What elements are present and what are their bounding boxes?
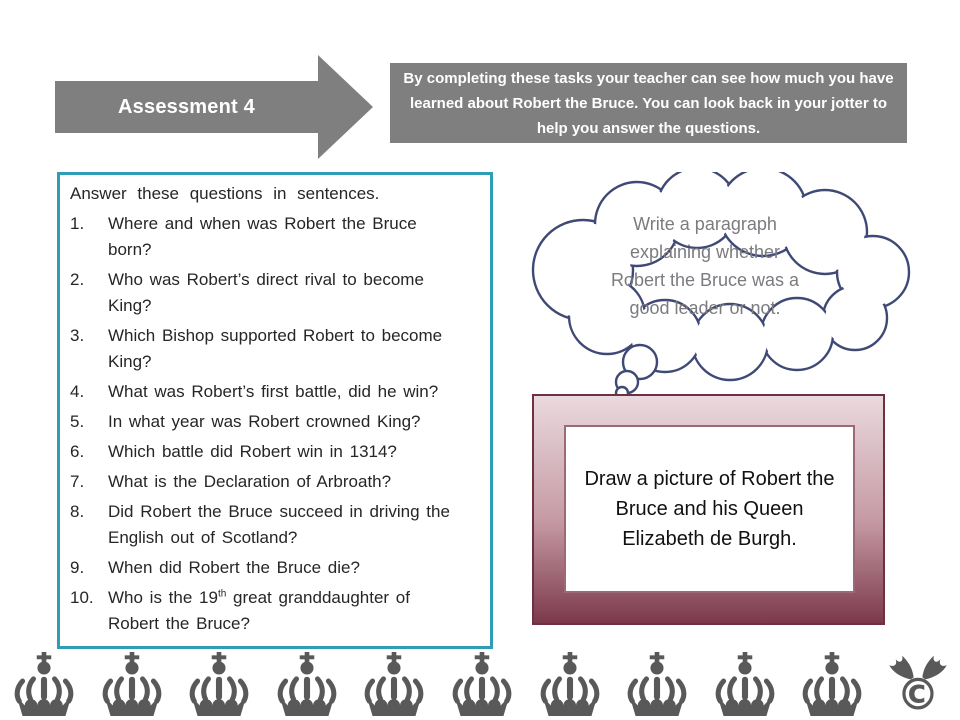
question-item: 6. Which battle did Robert win in 1314? [70, 439, 482, 465]
question-text: Who was Robert’s direct rival to become … [108, 270, 424, 315]
question-text: What is the Declaration of Arbroath? [108, 472, 392, 491]
arrow-label: Assessment 4 [118, 95, 255, 118]
crown-icon [181, 652, 257, 716]
question-text: What was Robert’s first battle, did he w… [108, 382, 439, 401]
question-item: 1. Where and when was Robert the Bruce b… [70, 211, 482, 263]
crown-icon [619, 652, 695, 716]
crown-icon [94, 652, 170, 716]
teacher-info-text: By completing these tasks your teacher c… [403, 69, 894, 137]
question-number: 9. [70, 558, 85, 577]
crown-icon-row: © [6, 650, 954, 716]
superscript-th: th [217, 588, 227, 600]
draw-picture-text: Draw a picture of Robert the Bruce and h… [584, 468, 835, 550]
crown-icon [269, 652, 345, 716]
draw-picture-frame: Draw a picture of Robert the Bruce and h… [532, 394, 885, 625]
arrow-body: Assessment 4 [55, 81, 318, 133]
question-number: 5. [70, 412, 85, 431]
question-number: 4. [70, 382, 85, 401]
question-number: 8. [70, 502, 85, 521]
question-item: 7. What is the Declaration of Arbroath? [70, 469, 482, 495]
moose-copyright-logo: © [889, 655, 947, 716]
crown-icon [444, 652, 520, 716]
question-item: 9. When did Robert the Bruce die? [70, 555, 482, 581]
question-text: When did Robert the Bruce die? [108, 558, 360, 577]
draw-picture-inner-box: Draw a picture of Robert the Bruce and h… [564, 425, 855, 593]
question-text: Which Bishop supported Robert to become … [108, 326, 443, 371]
questions-intro: Answer these questions in sentences. [70, 184, 380, 203]
questions-box: Answer these questions in sentences. 1. … [57, 172, 493, 649]
question-number: 7. [70, 472, 85, 491]
question-number: 6. [70, 442, 85, 461]
crown-icon [356, 652, 432, 716]
question-text: Where and when was Robert the Bruce born… [108, 214, 417, 259]
thought-bubble-text: Write a paragraph explaining whether Rob… [610, 214, 800, 318]
question-number: 10. [70, 588, 94, 607]
question-item: 8. Did Robert the Bruce succeed in drivi… [70, 499, 482, 551]
question-number: 1. [70, 214, 85, 233]
crown-icon [532, 652, 608, 716]
question-number: 2. [70, 270, 85, 289]
question-item: 5. In what year was Robert crowned King? [70, 409, 482, 435]
question-item: 10. Who is the 19th great granddaughter … [70, 585, 482, 637]
question-text: Which battle did Robert win in 1314? [108, 442, 397, 461]
question-item: 4. What was Robert’s first battle, did h… [70, 379, 482, 405]
crown-icon [794, 652, 870, 716]
svg-text:©: © [896, 671, 939, 716]
assessment-arrow-shape: Assessment 4 [55, 55, 373, 159]
thought-bubble-shape [531, 172, 911, 401]
question-item: 3. Which Bishop supported Robert to beco… [70, 323, 482, 375]
crown-icon [6, 652, 82, 716]
question-number: 3. [70, 326, 85, 345]
thought-bubble-tail [614, 343, 659, 401]
question-text: In what year was Robert crowned King? [108, 412, 421, 431]
question-item: 2. Who was Robert’s direct rival to beco… [70, 267, 482, 319]
teacher-info-box: By completing these tasks your teacher c… [390, 63, 907, 143]
arrow-head [318, 55, 373, 159]
crown-icon [707, 652, 783, 716]
question-text: Did Robert the Bruce succeed in driving … [108, 502, 450, 547]
